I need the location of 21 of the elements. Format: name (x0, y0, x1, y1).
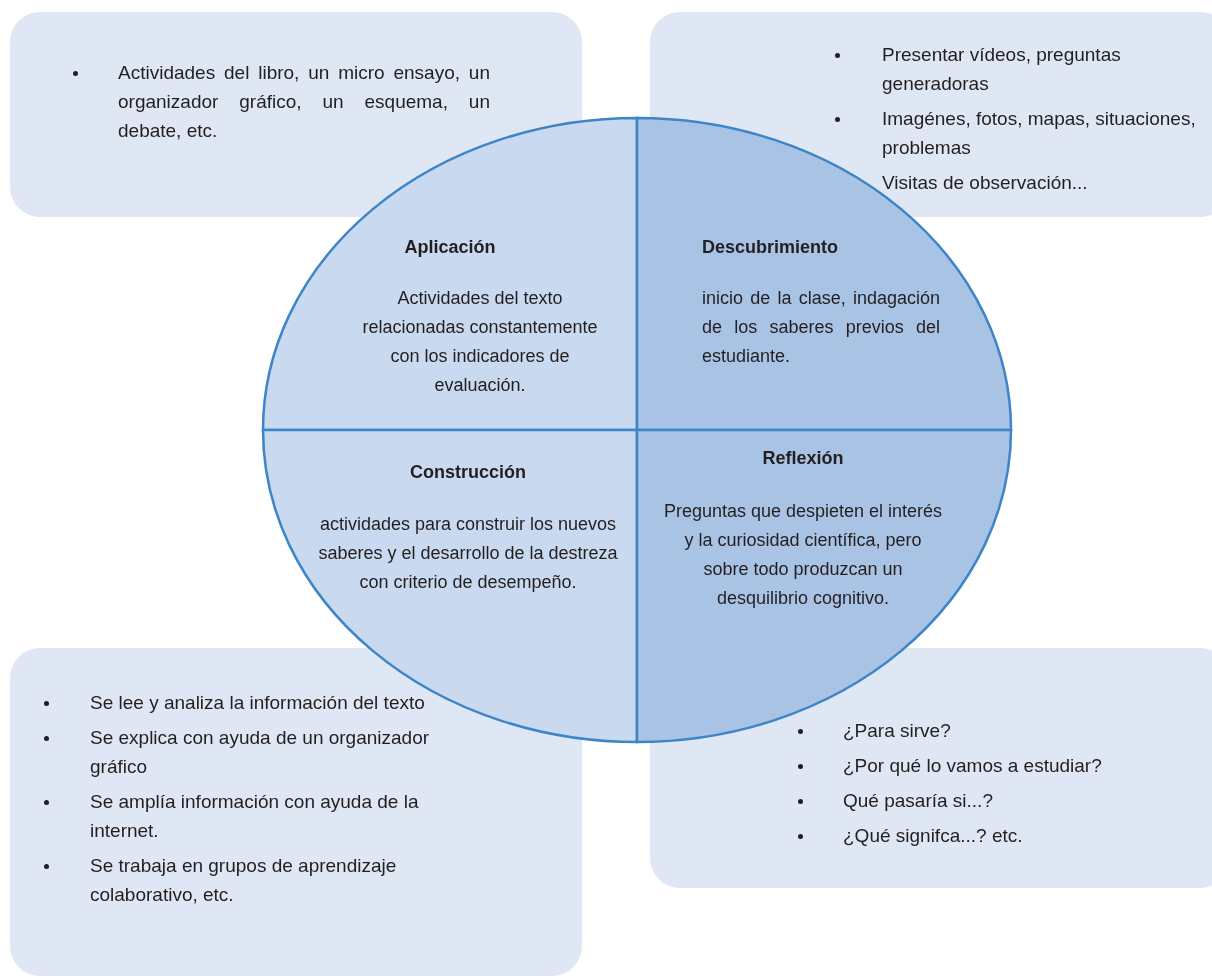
quadrant-text: Preguntas que despieten el interés y la curiosidad científica, pero sobre todo produzcan un desquilibrio cognitivo. (663, 500, 943, 610)
list-item-text: Imagénes, fotos, mapas, situaciones, problemas (882, 107, 1197, 160)
quadrant-heading: Reflexión (761, 447, 845, 470)
list-item-text: Se trabaja en grupos de aprendizaje colaborativo, etc. (90, 854, 398, 907)
quadrant-text: inicio de la clase, indagación de los saberes previos del estudiante. (702, 287, 940, 368)
list-item-text: Se explica con ayuda de un organizador gráfico (90, 726, 430, 779)
list-item-text: ¿Qué signifca...? etc. (843, 824, 1024, 848)
list-item-text: Presentar vídeos, preguntas generadoras (882, 43, 1122, 96)
list-item-text: Qué pasaría si...? (843, 789, 994, 813)
list-item-text: Se lee y analiza la información del texto (90, 691, 426, 715)
list-item-text: Se amplía información con ayuda de la internet. (90, 790, 420, 843)
quadrant-text: Actividades del texto relacionadas constantemente con los indicadores de evaluación. (361, 287, 599, 397)
list-item-text: Actividades del libro, un micro ensayo, un organizador gráfico, un esquema, un debate, etc. (118, 61, 490, 143)
info-card (10, 648, 582, 976)
list-item-text: Visitas de observación... (882, 171, 1089, 195)
quadrant-text: actividades para construir los nuevos saberes y el desarrollo de la destreza con criterio de desempeño. (317, 513, 619, 594)
list-item-text: ¿Para sirve? (843, 719, 952, 743)
quadrant-heading: Descubrimiento (702, 236, 840, 259)
quadrant-heading: Construcción (409, 461, 527, 484)
quadrant-heading: Aplicación (403, 236, 497, 259)
list-item-text: ¿Por qué lo vamos a estudiar? (843, 754, 1103, 778)
